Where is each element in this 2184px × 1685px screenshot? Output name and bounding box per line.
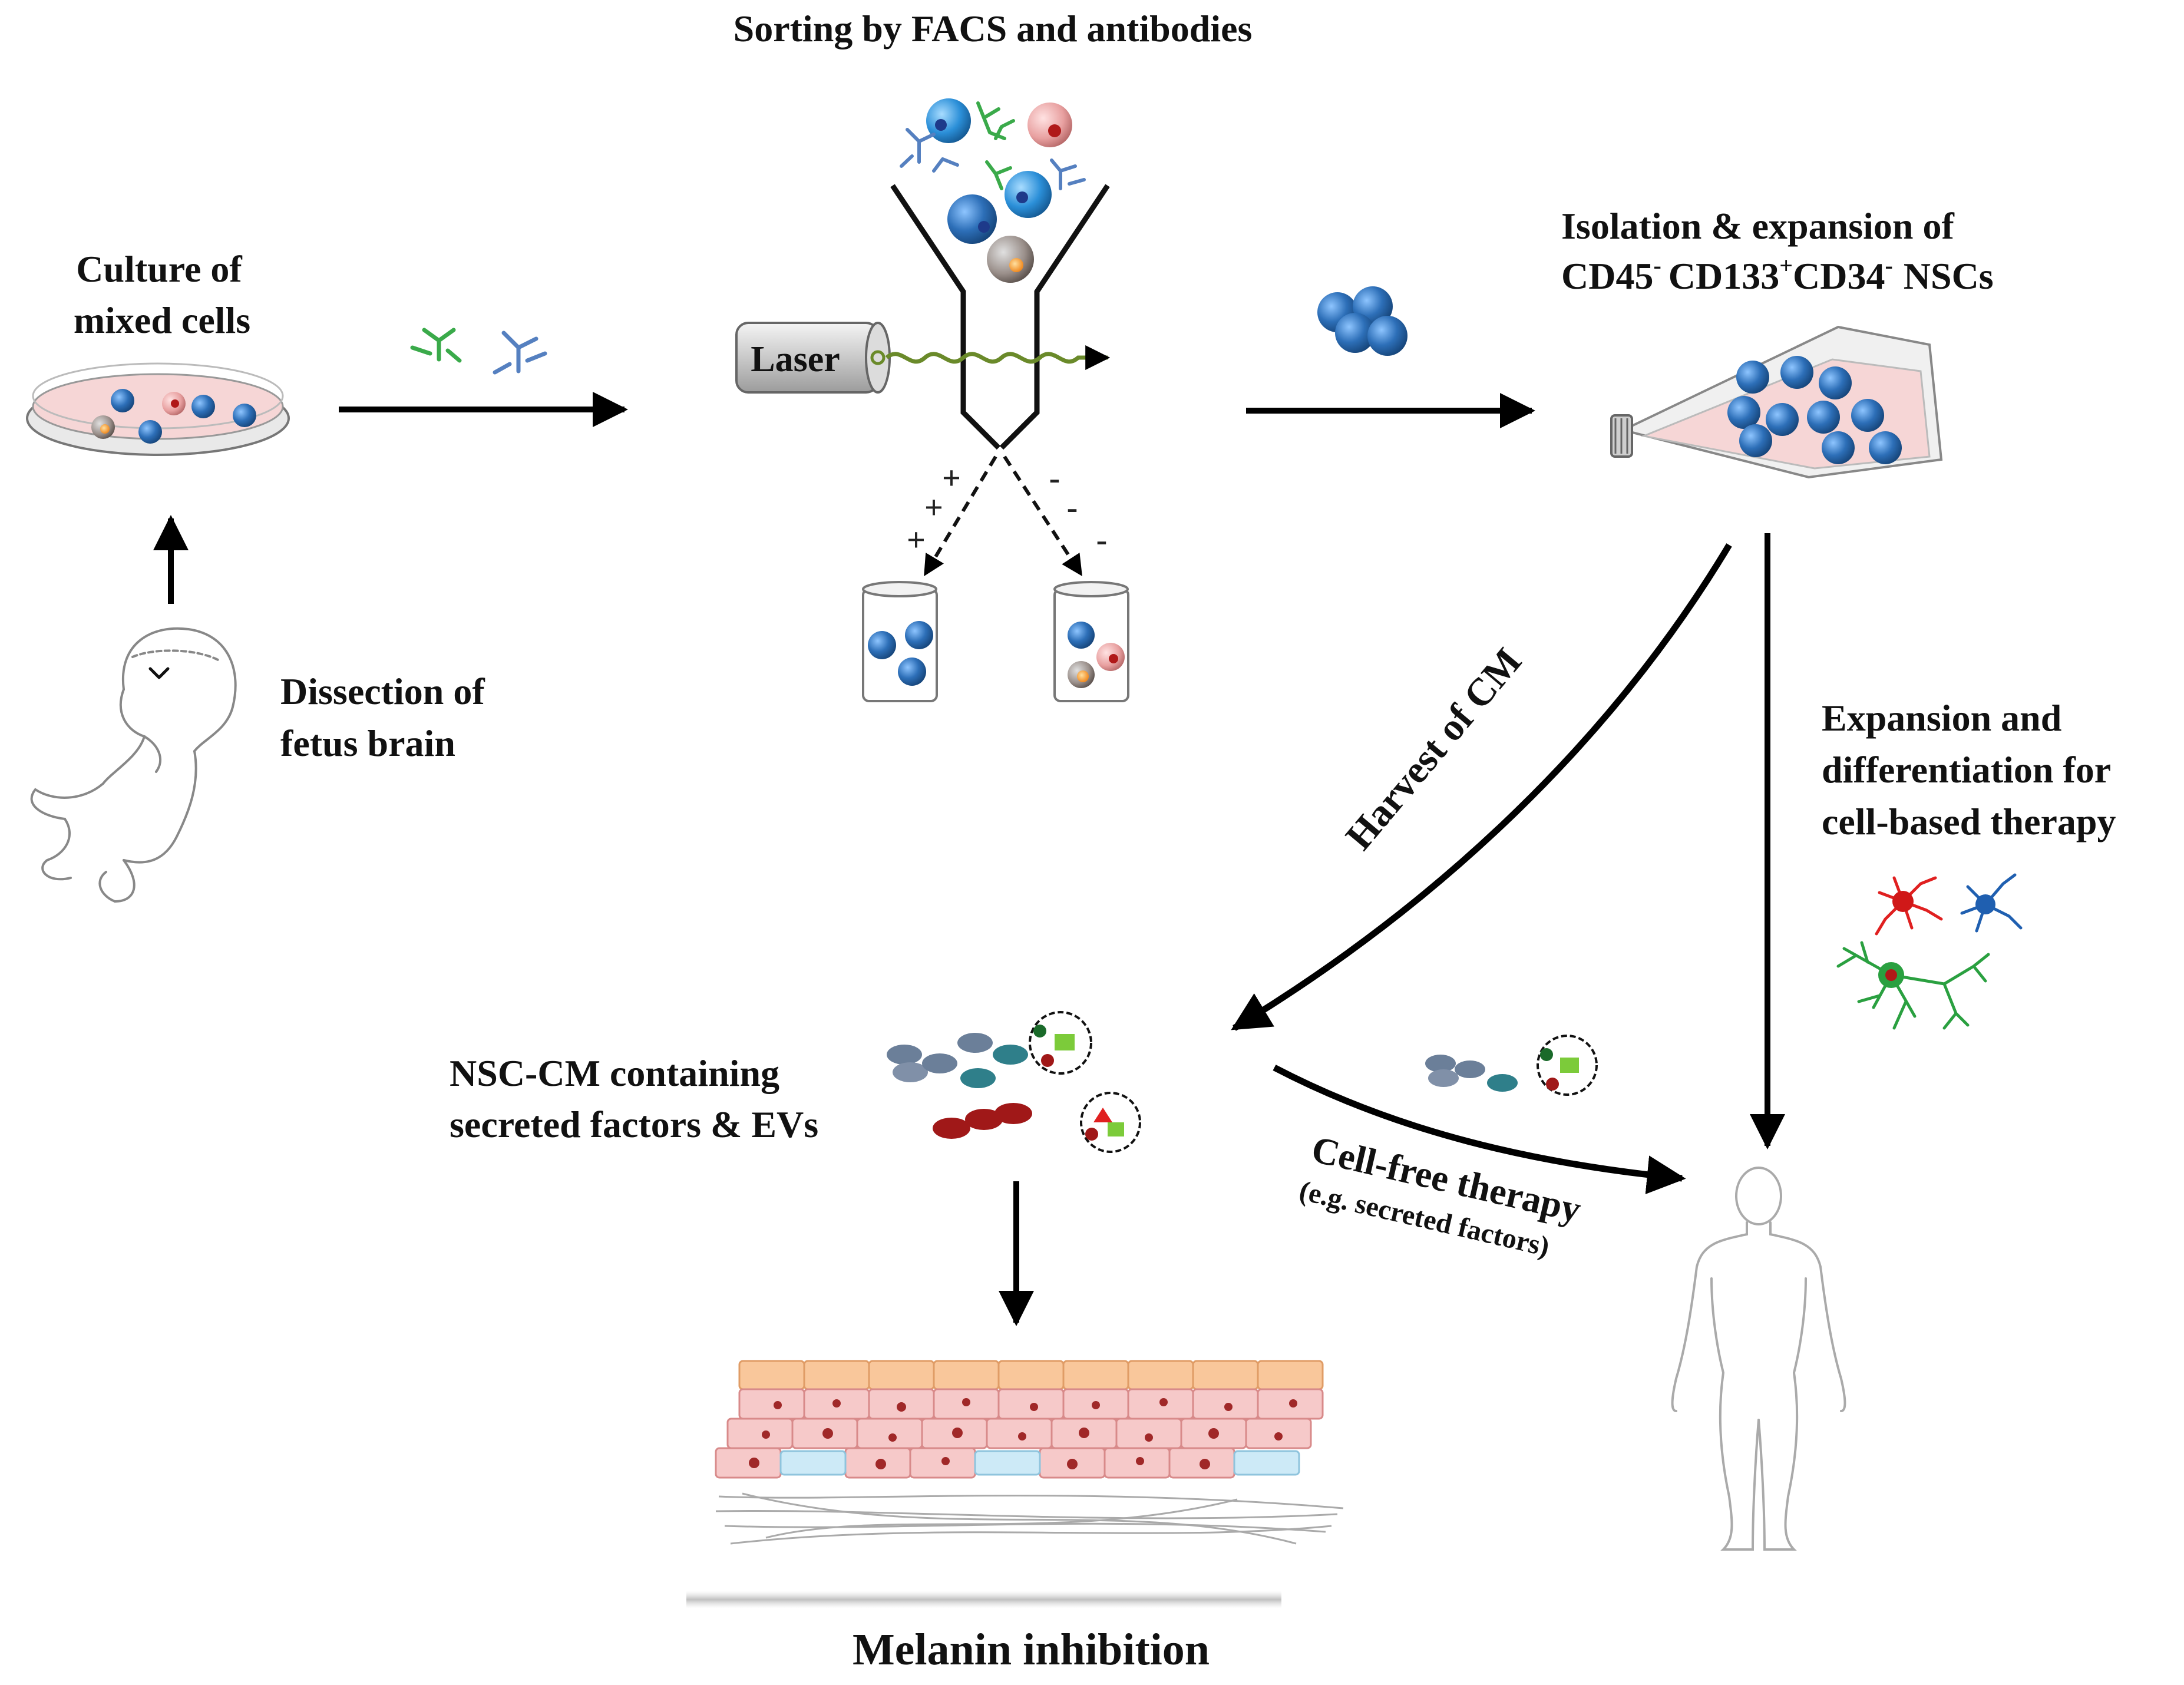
svg-text:-: - xyxy=(1067,490,1078,526)
expansion-label-line2: differentiation for xyxy=(1822,749,2111,791)
funnel-antibodies-icon xyxy=(900,101,1086,190)
facs-funnel xyxy=(890,184,1110,450)
astrocyte-blue-icon xyxy=(1960,873,2023,933)
isolation-label-line2: CD45-CD133+CD34-NSCs xyxy=(1561,252,1994,297)
svg-text:-: - xyxy=(1049,460,1060,497)
svg-text:+: + xyxy=(924,490,943,526)
sorting-title: Sorting by FACS and antibodies xyxy=(733,8,1253,49)
svg-text:+: + xyxy=(942,460,961,497)
expansion-label-line1: Expansion and xyxy=(1822,697,2061,739)
cellfree-factors-icon xyxy=(1425,1035,1598,1096)
skin-layers-illustration xyxy=(686,1360,1344,1608)
arrow-cell-free-therapy xyxy=(1273,1065,1686,1195)
arrow-harvest-cm xyxy=(1231,543,1732,1031)
human-body-icon xyxy=(1671,1167,1846,1551)
fetus-icon xyxy=(30,627,237,903)
secreted-factors-icon xyxy=(887,1033,1032,1139)
melanin-label: Melanin inhibition xyxy=(853,1625,1210,1674)
antibody-green-icon xyxy=(410,328,462,363)
extracellular-vesicle-icon xyxy=(1029,1011,1141,1153)
sort-arrow-negative xyxy=(1003,455,1083,577)
svg-text:+: + xyxy=(907,522,926,559)
tube-negative xyxy=(1053,581,1129,702)
culture-flask-icon xyxy=(1610,325,1943,479)
petri-dish-icon xyxy=(26,362,290,456)
negative-signs: - - - xyxy=(1049,460,1108,559)
expansion-label-line3: cell-based therapy xyxy=(1822,801,2116,842)
neuron-green-icon xyxy=(1836,941,1990,1030)
dissection-label-line1: Dissection of xyxy=(280,670,485,712)
laser-label: Laser xyxy=(751,339,840,379)
sorted-cell-cluster xyxy=(1317,286,1407,356)
svg-text:-: - xyxy=(1096,522,1108,559)
nsccm-label-line1: NSC-CM containing xyxy=(450,1052,779,1094)
dissection-label-line2: fetus brain xyxy=(280,722,455,764)
funnel-cells xyxy=(926,98,1072,283)
tube-positive xyxy=(862,581,938,702)
positive-signs: + + + xyxy=(907,460,961,559)
culture-label-line2: mixed cells xyxy=(74,299,250,341)
astrocyte-red-icon xyxy=(1875,876,1943,936)
sort-arrow-positive xyxy=(923,455,997,577)
isolation-label-line1: Isolation & expansion of xyxy=(1561,205,1954,247)
laser-beam xyxy=(885,345,1111,370)
antibody-blue-icon xyxy=(493,331,547,375)
culture-label-line1: Culture of xyxy=(76,248,242,290)
nsccm-label-line2: secreted factors & EVs xyxy=(450,1103,818,1145)
